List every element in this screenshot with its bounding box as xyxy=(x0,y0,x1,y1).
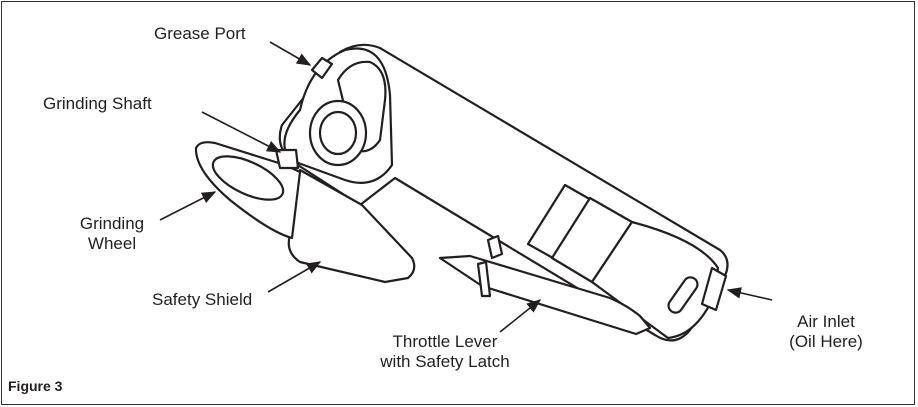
grease-port-label: Grease Port xyxy=(154,24,246,43)
grease-port-leader xyxy=(269,41,312,66)
air-inlet-fitting xyxy=(700,266,728,312)
safety-shield-leader xyxy=(267,261,322,293)
grinding-shaft xyxy=(274,148,300,170)
grinding-shaft-label: Grinding Shaft xyxy=(43,94,152,113)
grinding-wheel-leader xyxy=(159,191,217,221)
throttle-lever-leader xyxy=(499,299,542,333)
grinding-shaft-leader xyxy=(201,111,282,153)
safety-shield-label: Safety Shield xyxy=(152,290,253,309)
figure-caption: Figure 3 xyxy=(8,378,63,394)
rear-housing xyxy=(590,220,720,340)
throttle-lever-label-line1: Throttle Lever xyxy=(392,332,498,351)
throttle-lever xyxy=(438,254,652,336)
grinding-wheel-label: Grinding Wheel xyxy=(72,214,152,254)
grinding-wheel-label-line1: Grinding xyxy=(79,214,145,233)
grease-port xyxy=(310,56,334,80)
air-inlet-label-line1: Air Inlet xyxy=(797,312,855,331)
air-inlet-leader xyxy=(726,287,773,301)
grinding-wheel-label-line2: Wheel xyxy=(87,234,137,253)
collet-spring xyxy=(336,60,387,153)
safety-shield xyxy=(287,168,416,284)
air-inlet-label-line2: (Oil Here) xyxy=(789,332,863,351)
throttle-lever-label: Throttle Lever with Safety Latch xyxy=(350,332,540,372)
air-inlet-label: Air Inlet (Oil Here) xyxy=(776,312,876,352)
throttle-lever-label-line2: with Safety Latch xyxy=(380,352,510,371)
safety-latch xyxy=(486,234,504,260)
